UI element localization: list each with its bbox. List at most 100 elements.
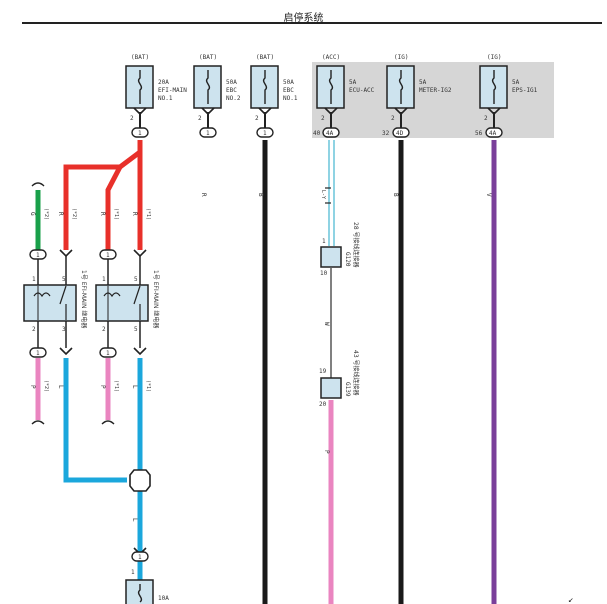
- relay-1-tl-mark: (*2): [43, 208, 49, 220]
- wire-blue-relay1: [63, 358, 127, 483]
- wire-label-b-ebc: B: [257, 193, 264, 197]
- fuse-3-name1: EBC: [283, 87, 294, 94]
- fuse-2-conn: 1: [206, 130, 210, 137]
- relay-2-tr-wire: R: [131, 212, 138, 216]
- fuse-1-name1: EFI-MAIN: [158, 87, 187, 94]
- wire-label-p: P: [323, 450, 330, 454]
- page-header: 启停系统: [0, 0, 607, 26]
- relay-2-pin-bl: 2: [102, 326, 106, 333]
- relay-1-tr-wire: R: [57, 212, 64, 216]
- fuse-1-pin: 2: [130, 115, 134, 122]
- relay-1-pin-br: 3: [62, 326, 66, 333]
- splice-2-code: G139: [344, 382, 351, 397]
- splice-2-label: 43 号接线连接器: [352, 350, 360, 396]
- fuse-3-pin: 2: [255, 115, 259, 122]
- relay-2-bl-wire: P: [99, 385, 106, 389]
- relay-1-pin-tr: 5: [62, 276, 66, 283]
- splice-g120: 1 10 G120 28 号接线连接器: [320, 222, 360, 277]
- wire-break-bottom-2: [101, 420, 115, 425]
- header-rule: [22, 22, 602, 24]
- wire-label-w: W: [323, 322, 330, 326]
- wire-red-branch: [105, 165, 123, 250]
- fuse-4-num: 40: [313, 130, 321, 137]
- relay-1-bl-wire: P: [29, 385, 36, 389]
- splice-2-pin-bottom: 20: [319, 401, 327, 408]
- wire-label-v: V: [485, 193, 492, 197]
- fuse-ebc-no2: (BAT) 50A EBC NO.2 2 1: [193, 54, 241, 138]
- relay-2: R (*1) R (*1) 1 1 5 2 5 1号 EFI-MAIN 继电器 …: [95, 208, 160, 392]
- fuse-2-source: (BAT): [199, 54, 217, 61]
- page-title: 启停系统: [283, 13, 324, 24]
- relay-1-pin-tl: 1: [32, 276, 36, 283]
- fuse-5-pin: 2: [391, 115, 395, 122]
- fuse-6-num: 56: [475, 130, 483, 137]
- fuse-meter-ig2: (IG) 5A METER-IG2 2 4D 32: [382, 54, 452, 138]
- bottom-fuse-pin: 1: [131, 569, 135, 576]
- fuse-5-source: (IG): [394, 54, 408, 61]
- fuse-1-source: (BAT): [131, 54, 149, 61]
- relay-2-top-conn: 1: [106, 252, 110, 259]
- fuse-4-source: (ACC): [322, 54, 340, 61]
- splice-1-label: 28 号接线连接器: [352, 222, 360, 268]
- fuse-5-name1: METER-IG2: [419, 87, 452, 94]
- fuse-5-amps: 5A: [419, 79, 427, 86]
- fuse-eps-ig1: (IG) 5A EPS-IG1 2 4A 56: [475, 54, 538, 138]
- bottom-fuse-conn: 1: [138, 554, 142, 561]
- relay-2-br-wire: L: [131, 385, 138, 389]
- fuse-panel-background: [312, 62, 554, 138]
- relay-2-pin-br: 5: [134, 326, 138, 333]
- fuse-ebc-no1: (BAT) 50A EBC NO.1 2 1: [250, 54, 298, 138]
- splice-1-pin-top: 1: [322, 238, 326, 245]
- relay-2-pin-tr: 5: [134, 276, 138, 283]
- splice-1-pin-bottom: 10: [320, 270, 328, 277]
- relay-1-pin-bl: 2: [32, 326, 36, 333]
- relay-1-bottom-conn: 1: [36, 350, 40, 357]
- wire-break-bottom-1: [31, 420, 45, 425]
- wire-label-l: L: [131, 518, 138, 522]
- fuse-3-amps: 50A: [283, 79, 294, 86]
- fuse-4-name1: ECU-ACC: [349, 87, 375, 94]
- wire-joint: [129, 469, 151, 492]
- wire-label-b-meter: B: [392, 193, 399, 197]
- fuse-1-conn: 1: [138, 130, 142, 137]
- wire-label-ly: L-Y: [320, 190, 326, 199]
- fuse-efi-main: (BAT) 20A EFI-MAIN NO.1 2 1: [125, 54, 187, 138]
- relay-2-tl-wire: R: [99, 212, 106, 216]
- relay-2-br-mark: (*1): [145, 380, 151, 392]
- fuse-4-amps: 5A: [349, 79, 357, 86]
- relay-2-tl-mark: (*1): [113, 208, 119, 220]
- fuse-ecu-acc: (ACC) 5A ECU-ACC 2 4A 40: [313, 54, 375, 138]
- wire-red-main: [63, 140, 143, 250]
- relay-1-tr-mark: (*2): [71, 208, 77, 220]
- bottom-fuse-amps: 10A: [158, 595, 169, 602]
- fuse-2-name1: EBC: [226, 87, 237, 94]
- relay-1: G (*2) R (*2) 1 1 5 2 3 1号 EFI-MAIN 继电器 …: [23, 208, 88, 392]
- fuse-5-conn: 4D: [396, 130, 404, 137]
- relay-2-bl-mark: (*1): [113, 380, 119, 392]
- relay-1-label: 1号 EFI-MAIN 继电器: [80, 270, 88, 328]
- splice-1-code: G120: [344, 252, 351, 267]
- bottom-fuse: 1 1 10A: [125, 547, 169, 604]
- fuse-1-amps: 20A: [158, 79, 169, 86]
- fuse-6-amps: 5A: [512, 79, 520, 86]
- relay-2-pin-tl: 1: [102, 276, 106, 283]
- fuse-6-pin: 2: [484, 115, 488, 122]
- fuse-2-pin: 2: [198, 115, 202, 122]
- relay-1-bl-mark: (*2): [43, 380, 49, 392]
- relay-2-bottom-conn: 1: [106, 350, 110, 357]
- fuse-4-conn: 4A: [326, 130, 334, 137]
- fuse-3-source: (BAT): [256, 54, 274, 61]
- fuse-2-name2: NO.2: [226, 95, 241, 102]
- fuse-2-amps: 50A: [226, 79, 237, 86]
- wire-label-r: R: [200, 193, 207, 197]
- fuse-6-name1: EPS-IG1: [512, 87, 538, 94]
- fuse-6-conn: 4A: [489, 130, 497, 137]
- footer-mark: ↙: [568, 595, 573, 604]
- relay-2-tr-mark: (*1): [145, 208, 151, 220]
- relay-1-top-conn: 1: [36, 252, 40, 259]
- relay-1-tl-wire: G: [29, 212, 36, 216]
- fuse-5-num: 32: [382, 130, 390, 137]
- splice-g139: 19 20 G139 43 号接线连接器: [319, 350, 360, 408]
- fuse-6-source: (IG): [487, 54, 501, 61]
